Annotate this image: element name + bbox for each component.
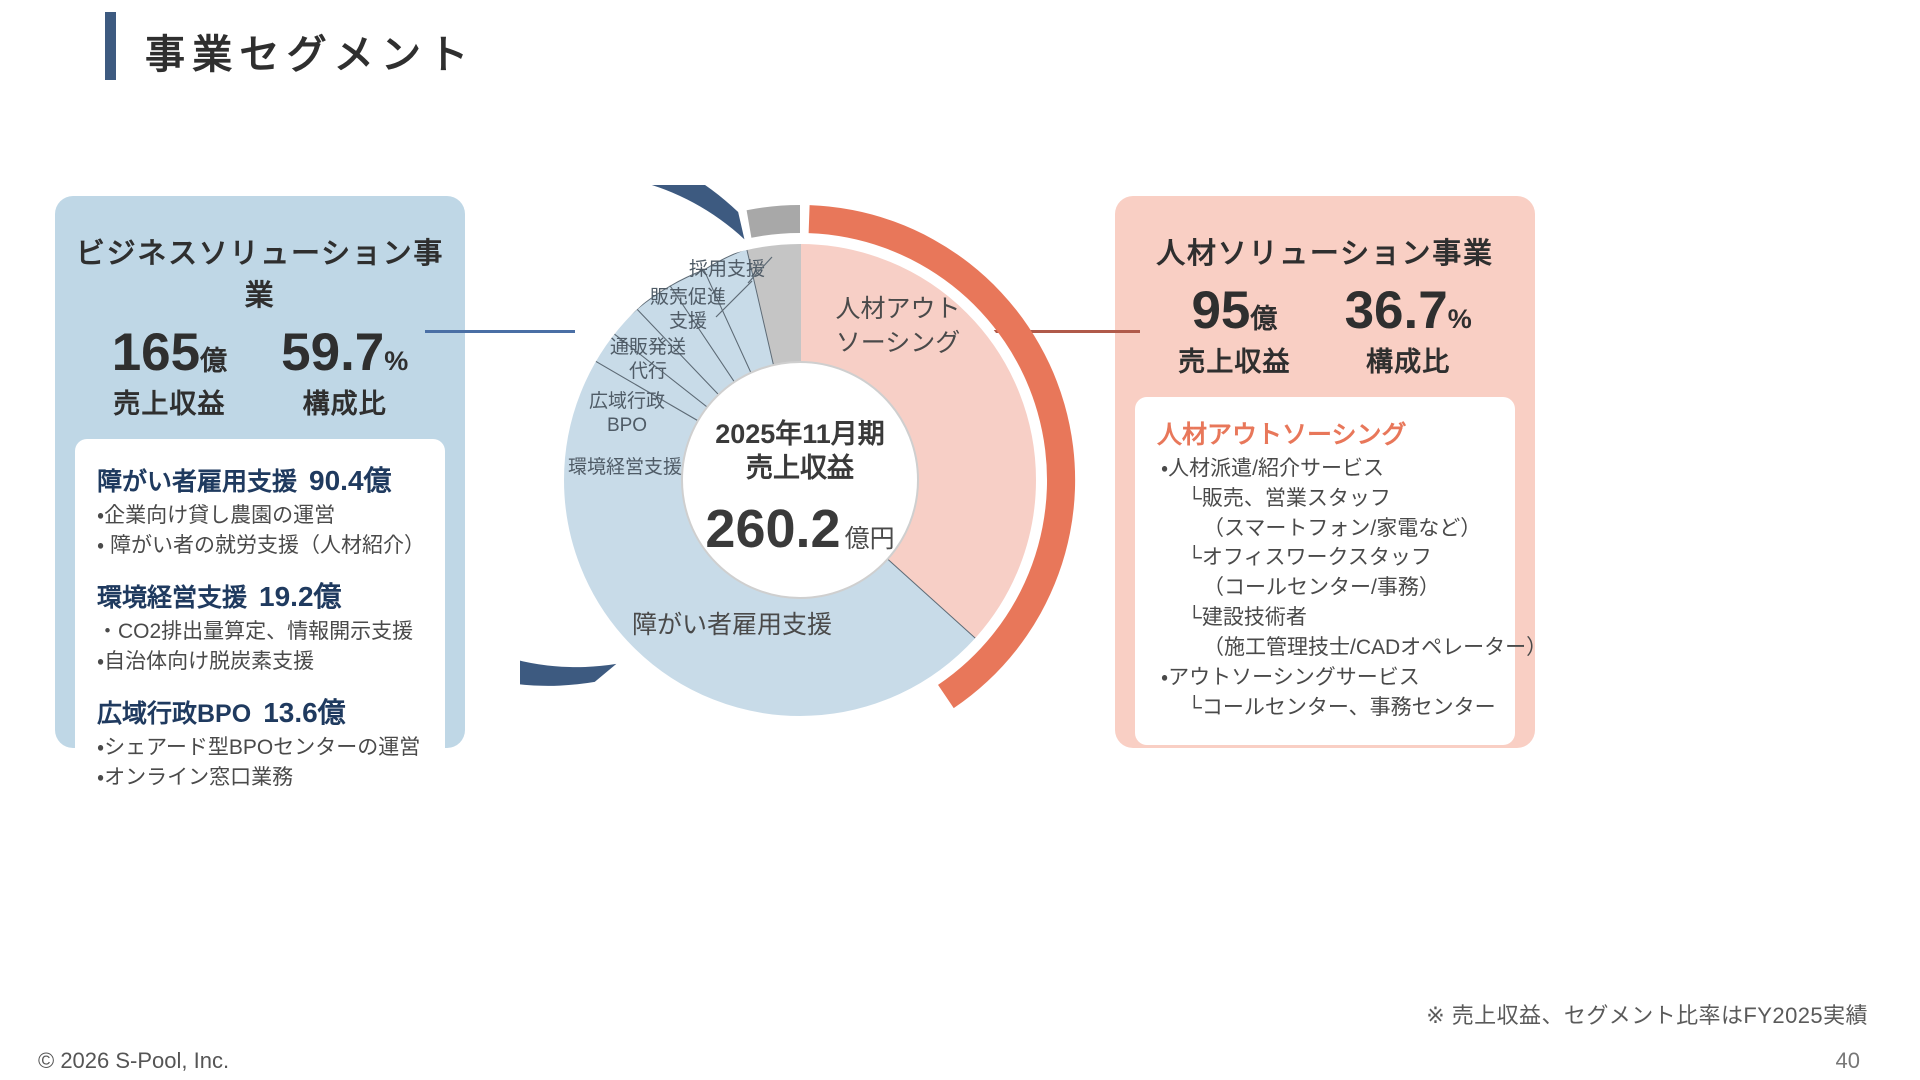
left-kpi-share-value: 59.7% [281, 323, 409, 382]
right-detail-panel: 人材アウトソーシング ・人材派遣/紹介サービス └販売、営業スタッフ （スマート… [1135, 397, 1548, 746]
right-kpi-share-value: 36.7% [1344, 281, 1472, 340]
hr-solution-card: 人材ソリューション事業 95億 売上収益 36.7% 構成比 人材アウトソーシン… [1115, 196, 1548, 748]
donut-label-shougaisha: 障がい者雇用支援 [632, 611, 832, 639]
donut-center-total-unit: 億円 [845, 525, 895, 553]
left-block-1-item-0: ・CO2排出量算定、情報開示支援 [97, 619, 414, 643]
outer-slice-other [746, 204, 800, 238]
donut-label-jinzai-2: ソーシング [836, 329, 961, 357]
right-item-7: ・アウトソーシングサービス [1161, 665, 1420, 689]
right-item-4: （コールセンター/事務） [1203, 576, 1440, 600]
donut-center-total-value: 260.2 [705, 499, 840, 559]
right-item-1: └販売、営業スタッフ [1187, 486, 1391, 510]
donut-center-hole [681, 361, 919, 599]
donut-label-bpo-1: 広域行政 [589, 390, 665, 412]
left-block-1-item-1: ・自治体向け脱炭素支援 [97, 650, 315, 674]
left-kpi-share: 59.7% 構成比 [281, 323, 409, 421]
donut-label-bpo-2: BPO [607, 415, 647, 436]
ring-gap [555, 235, 1045, 725]
donut-label-tsuuhan-1: 通販発送 [610, 336, 686, 358]
right-card-kpis: 95億 売上収益 36.7% 構成比 [1135, 281, 1515, 379]
right-item-8: └コールセンター、事務センター [1187, 695, 1496, 719]
donut-label-jinzai-1: 人材アウト [835, 295, 960, 323]
right-block-head: 人材アウトソーシング [1157, 421, 1407, 450]
left-card-title: ビジネスソリューション事業 [75, 238, 445, 312]
left-block-0-item-1: ・ 障がい者の就労支援（人材紹介） [97, 534, 425, 558]
donut-label-hanbai-1: 販売促進 [650, 286, 726, 308]
left-kpi-revenue-value: 165億 [111, 323, 228, 382]
outer-slice-business-solution [273, 135, 745, 686]
donut-label-kankyou: 環境経営支援 [568, 456, 682, 478]
donut-label-tsuuhan-2: 代行 [629, 360, 667, 382]
right-kpi-revenue-label: 売上収益 [1178, 347, 1291, 378]
right-kpi-revenue-value: 95億 [1191, 281, 1278, 340]
left-card-kpis: 165億 売上収益 59.7% 構成比 [75, 323, 445, 421]
left-block-2-item-0: ・シェアード型BPOセンターの運営 [97, 735, 421, 759]
right-item-6: （施工管理技士/CADオペレーター） [1203, 635, 1548, 659]
right-kpi-share: 36.7% 構成比 [1344, 281, 1472, 379]
page-title: 事業セグメント [145, 33, 476, 77]
right-kpi-share-label: 構成比 [1366, 347, 1451, 378]
outer-slice-hr-solution [808, 205, 1076, 709]
right-item-3: └オフィスワークスタッフ [1187, 546, 1432, 570]
left-kpi-share-label: 構成比 [302, 389, 387, 420]
title-accent-bar [105, 12, 116, 80]
donut-center-period: 2025年11月期 [715, 418, 885, 449]
page-number: 40 [1835, 1048, 1860, 1073]
copyright-text: © 2026 S-Pool, Inc. [38, 1048, 230, 1073]
donut-center-metric: 売上収益 [746, 452, 855, 483]
right-card-title: 人材ソリューション事業 [1156, 238, 1494, 270]
right-kpi-revenue: 95億 売上収益 [1178, 281, 1291, 379]
business-solution-card: ビジネスソリューション事業 165億 売上収益 59.7% 構成比 障がい者雇用… [55, 196, 465, 789]
revenue-donut-chart: 採用支援 販売促進 支援 通販発送 代行 広域行政 BPO 環境経営支援 障がい… [273, 135, 1080, 765]
right-item-0: ・人材派遣/紹介サービス [1161, 457, 1384, 481]
left-block-0-item-0: ・企業向け貸し農園の運営 [97, 504, 336, 528]
left-kpi-revenue: 165億 売上収益 [111, 323, 228, 421]
right-connector-line [985, 330, 1140, 333]
footnote-text: ※ 売上収益、セグメント比率はFY2025実績 [1426, 1003, 1868, 1028]
donut-leader-lines [715, 256, 773, 318]
donut-label-saiyou: 採用支援 [689, 258, 765, 280]
right-item-2: （スマートフォン/家電など） [1203, 516, 1482, 540]
left-block-2-item-1: ・オンライン窓口業務 [97, 766, 294, 790]
donut-label-hanbai-2: 支援 [669, 310, 707, 332]
right-item-5: └建設技術者 [1187, 606, 1307, 630]
left-kpi-revenue-label: 売上収益 [113, 389, 226, 420]
left-connector-line [425, 330, 575, 333]
